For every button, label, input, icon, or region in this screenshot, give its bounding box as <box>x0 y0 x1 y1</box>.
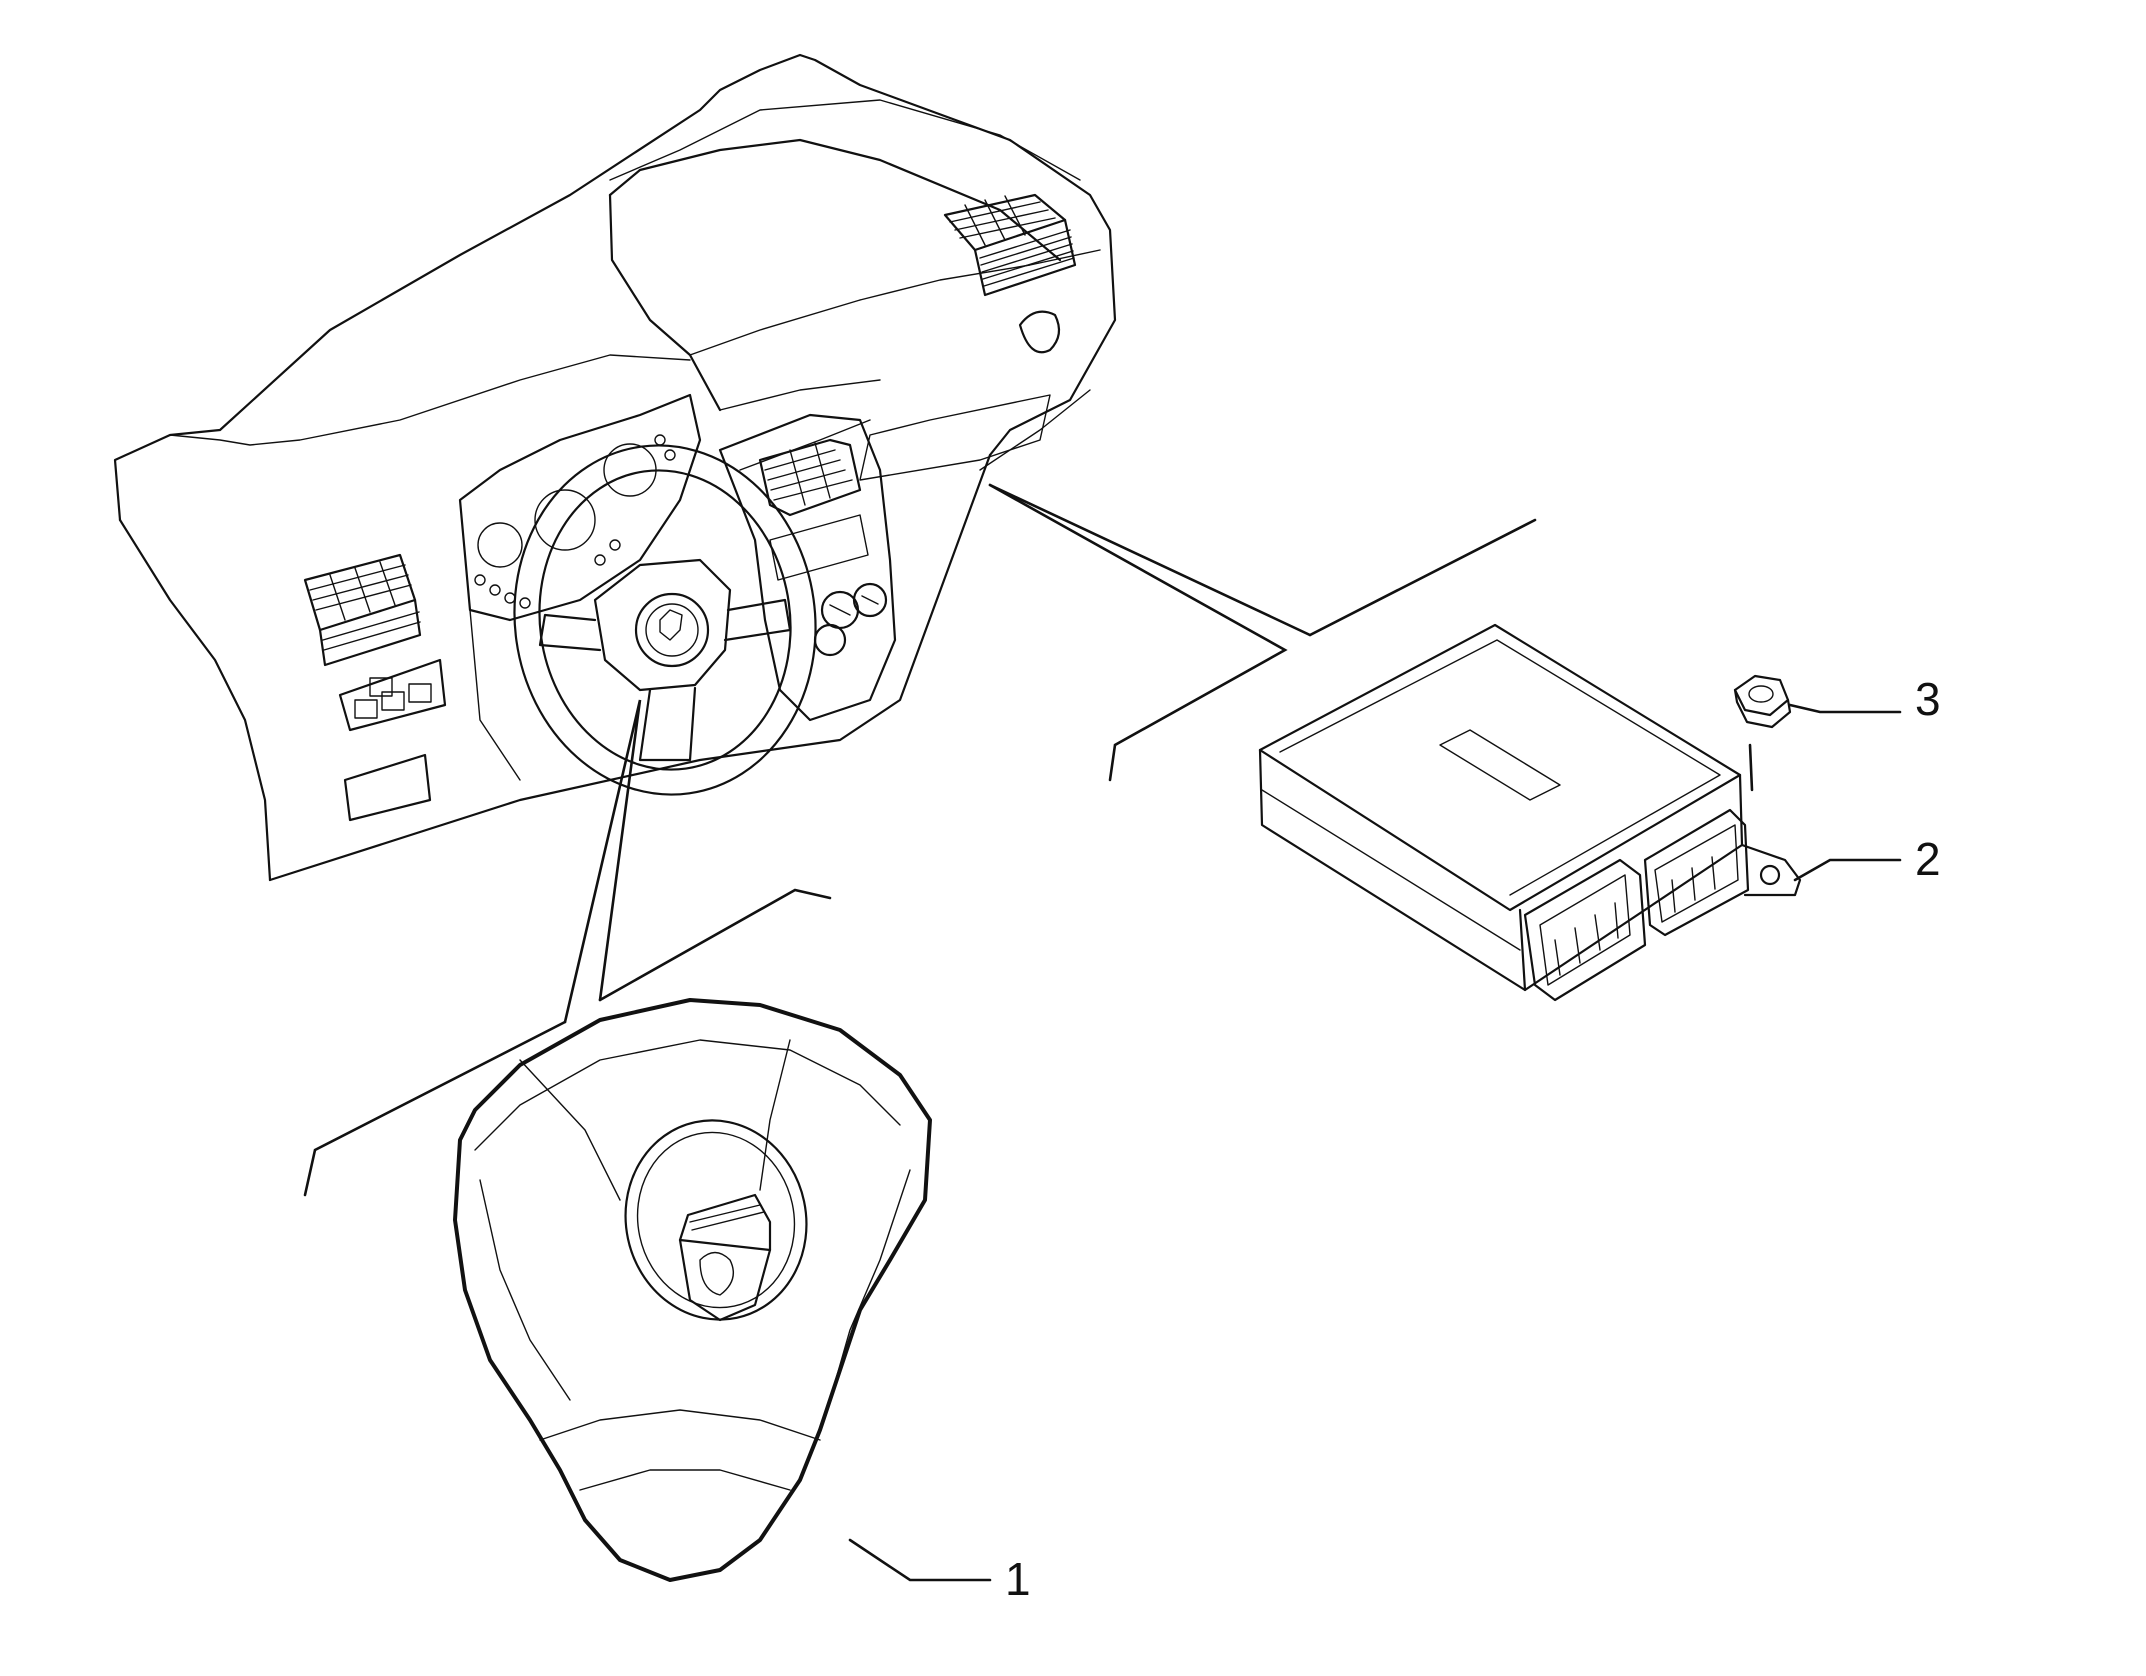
airbag-control-unit <box>1258 623 1802 1002</box>
driver-airbag-module <box>453 998 932 1582</box>
callout-2: 2 <box>1915 833 1941 885</box>
steering-wheel <box>513 444 817 796</box>
callout-leaders <box>848 703 1902 1582</box>
hex-nut <box>1733 674 1792 729</box>
assembly-leader-lines <box>303 483 1754 1197</box>
dashboard <box>113 53 1117 882</box>
callout-1: 1 <box>1005 1553 1031 1605</box>
callout-3: 3 <box>1915 673 1941 725</box>
